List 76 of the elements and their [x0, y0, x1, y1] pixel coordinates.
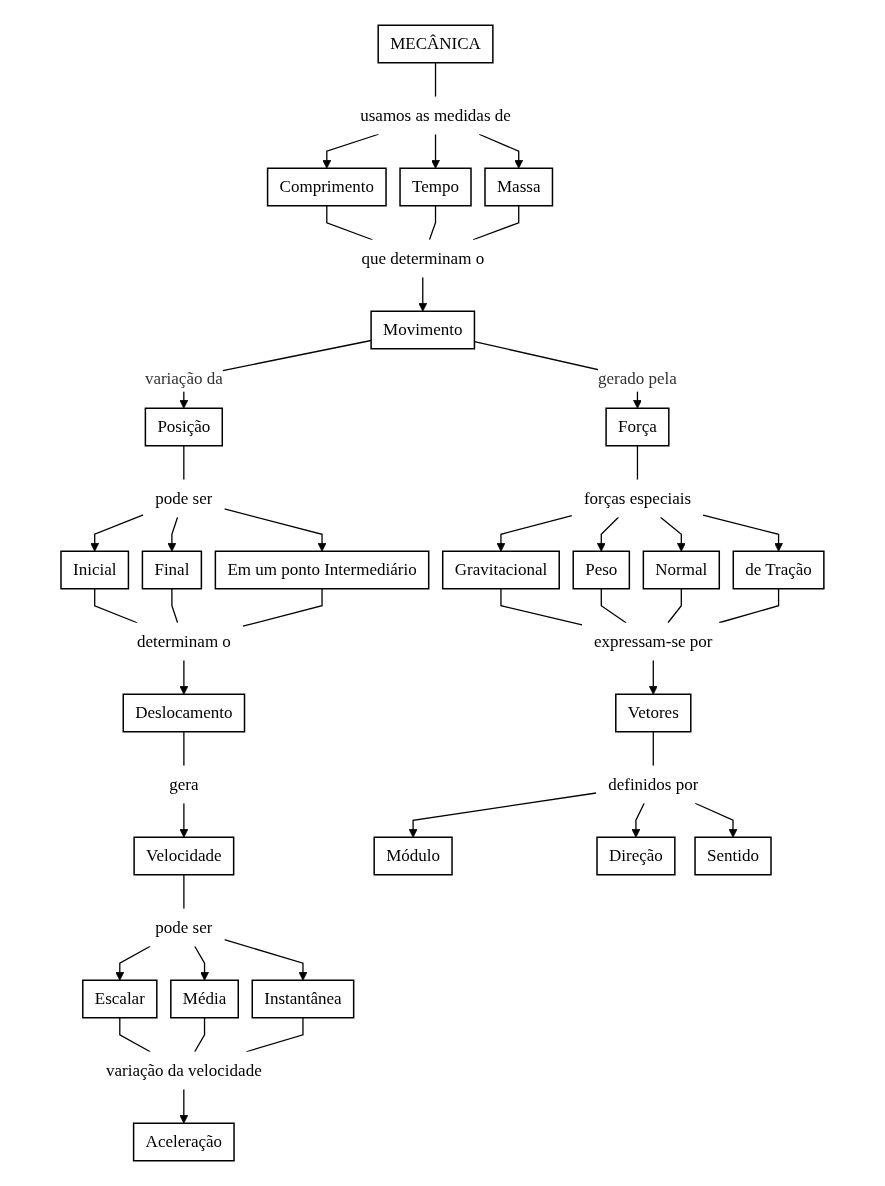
- arrow: [167, 516, 179, 552]
- arrow: [431, 133, 440, 169]
- connector: [183, 445, 185, 481]
- arrow: [115, 945, 151, 981]
- node-text: que determinam o: [361, 248, 485, 268]
- node-box: Final: [141, 550, 203, 590]
- connector: [434, 62, 437, 98]
- connector: [183, 731, 185, 767]
- node-box: Gravitacional: [442, 550, 561, 590]
- node-box: Aceleração: [132, 1122, 235, 1162]
- node-text: forças especiais: [583, 488, 692, 508]
- arrow: [179, 1088, 189, 1124]
- node-box: de Tração: [732, 550, 825, 590]
- node-text: variação da velocidade: [106, 1060, 262, 1080]
- node-box: Escalar: [82, 979, 158, 1019]
- connector: [94, 588, 138, 624]
- arrow: [179, 802, 189, 838]
- arrow: [694, 802, 738, 838]
- node-box: Movimento: [370, 310, 476, 350]
- arrow: [631, 802, 645, 838]
- connector: [500, 588, 583, 626]
- node-box: Peso: [572, 550, 631, 590]
- connector: [636, 445, 639, 481]
- arrow: [223, 939, 308, 981]
- connector: [194, 1017, 206, 1053]
- node-box: Tempo: [399, 167, 472, 207]
- arrow: [223, 508, 327, 552]
- node-text: pode ser: [155, 488, 213, 508]
- arrow: [408, 792, 597, 838]
- node-text: gera: [169, 774, 199, 794]
- node-box: Comprimento: [266, 167, 387, 207]
- node-box: Inicial: [60, 550, 130, 590]
- arrow: [194, 945, 209, 981]
- connector: [718, 588, 780, 624]
- arrow: [596, 516, 620, 552]
- node-box: Vetores: [615, 693, 692, 733]
- node-box: Força: [605, 407, 670, 447]
- connector: [428, 205, 437, 241]
- node-box: Deslocamento: [122, 693, 246, 733]
- arrow: [496, 515, 573, 552]
- node-box: Sentido: [694, 836, 772, 876]
- node-box: Em um ponto Intermediário: [214, 550, 430, 590]
- node-box: Normal: [642, 550, 721, 590]
- node-box: Média: [170, 979, 240, 1019]
- arrow: [648, 659, 658, 695]
- node-box: Módulo: [373, 836, 453, 876]
- edge-label: variação da: [144, 368, 223, 388]
- connector: [600, 588, 627, 624]
- connector: [171, 588, 179, 624]
- node-box: Massa: [484, 167, 554, 207]
- edge-label: gerado pela: [598, 368, 677, 388]
- connector: [326, 205, 374, 241]
- node-text: definidos por: [608, 774, 699, 794]
- connector: [472, 205, 520, 241]
- node-box: MECÂNICA: [377, 24, 494, 64]
- arrow: [90, 514, 144, 552]
- connector: [242, 588, 323, 627]
- connector: [183, 874, 185, 910]
- arrow: [418, 276, 428, 312]
- arrow: [659, 516, 686, 552]
- connector: [119, 1017, 151, 1053]
- arrow: [702, 514, 784, 552]
- node-box: Instantânea: [251, 979, 355, 1019]
- node-text: pode ser: [155, 917, 213, 937]
- node-box: Velocidade: [133, 836, 235, 876]
- connector: [652, 731, 654, 767]
- arrow: [322, 133, 380, 169]
- node-text: usamos as medidas de: [360, 105, 511, 125]
- node-text: expressam-se por: [594, 631, 713, 651]
- connector: [667, 588, 683, 624]
- node-text: determinam o: [136, 631, 231, 651]
- connector: [245, 1017, 304, 1053]
- arrow: [478, 133, 524, 169]
- node-box: Posição: [144, 407, 224, 447]
- node-box: Direção: [596, 836, 676, 876]
- arrow: [179, 659, 189, 695]
